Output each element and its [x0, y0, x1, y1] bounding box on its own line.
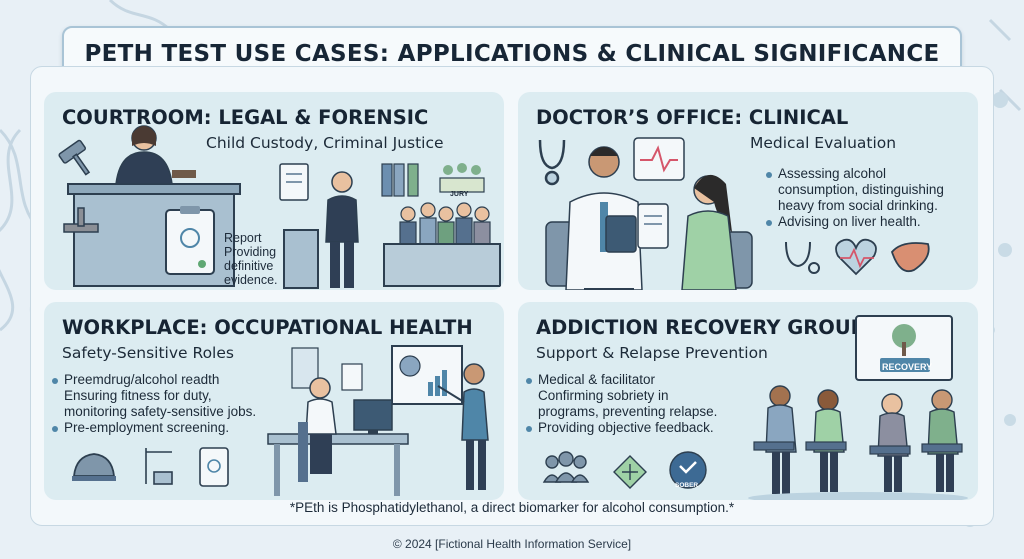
- workplace-heading: WORKPLACE: OCCUPATIONAL HEALTH: [62, 316, 473, 339]
- jury-label: JURY: [450, 191, 469, 198]
- doctor-panel: DOCTOR’S OFFICE: CLINICAL Medical Evalua…: [518, 92, 978, 290]
- doctor-bullets: Assessing alcohol consumption, distingui…: [766, 166, 976, 230]
- courtroom-report-label: Report Providing definitive evidence.: [224, 231, 278, 287]
- courtroom-heading: COURTROOM: LEGAL & FORENSIC: [62, 106, 429, 129]
- stethoscope-icon: [538, 139, 566, 186]
- stethoscope-icon: [785, 241, 820, 274]
- list-item: Pre-employment screening.: [52, 420, 282, 436]
- recovery-bullets: Medical & facilitator Confirming sobriet…: [526, 372, 766, 436]
- group-icon: [542, 451, 590, 483]
- courtroom-subheading: Child Custody, Criminal Justice: [206, 134, 444, 152]
- clipboard-icon: [165, 206, 215, 275]
- list-item: Assessing alcohol consumption, distingui…: [766, 166, 976, 214]
- sober-label: SOBER: [675, 482, 699, 489]
- recovery-panel: ADDICTION RECOVERY GROUP Support & Relap…: [518, 302, 978, 500]
- liver-icon: [890, 242, 930, 273]
- list-item: Providing objective feedback.: [526, 420, 766, 436]
- doctor-heading: DOCTOR’S OFFICE: CLINICAL: [536, 106, 849, 129]
- workplace-bullets: Preemdrug/alcohol readth Ensuring fitnes…: [52, 372, 282, 436]
- list-item: Preemdrug/alcohol readth Ensuring fitnes…: [52, 372, 282, 420]
- list-item: Medical & facilitator Confirming sobriet…: [526, 372, 766, 420]
- footnote: *PEth is Phosphatidylethanol, a direct b…: [289, 500, 735, 515]
- recovery-heading: ADDICTION RECOVERY GROUP: [536, 316, 865, 339]
- clipboard-icon: [199, 447, 229, 487]
- workplace-panel: WORKPLACE: OCCUPATIONAL HEALTH Safety-Se…: [44, 302, 504, 500]
- courtroom-panel: COURTROOM: LEGAL & FORENSIC Child Custod…: [44, 92, 504, 290]
- binders-icon: [381, 163, 419, 197]
- page-title: PETH TEST USE CASES: APPLICATIONS & CLIN…: [84, 41, 940, 67]
- list-item: Advising on liver health.: [766, 214, 976, 230]
- copyright: © 2024 [Fictional Health Information Ser…: [392, 537, 632, 551]
- recovery-subheading: Support & Relapse Prevention: [536, 344, 768, 362]
- gavel-icon: [58, 139, 91, 176]
- recovery-sign-label: RECOVERY: [882, 362, 933, 372]
- heartbeat-icon: [835, 238, 877, 276]
- workplace-subheading: Safety-Sensitive Roles: [62, 344, 234, 362]
- crane-icon: [145, 448, 173, 485]
- hard-hat-icon: [72, 453, 116, 481]
- hands-icon: [613, 455, 647, 489]
- documents-icon: [279, 163, 309, 201]
- doctor-subheading: Medical Evaluation: [750, 134, 897, 152]
